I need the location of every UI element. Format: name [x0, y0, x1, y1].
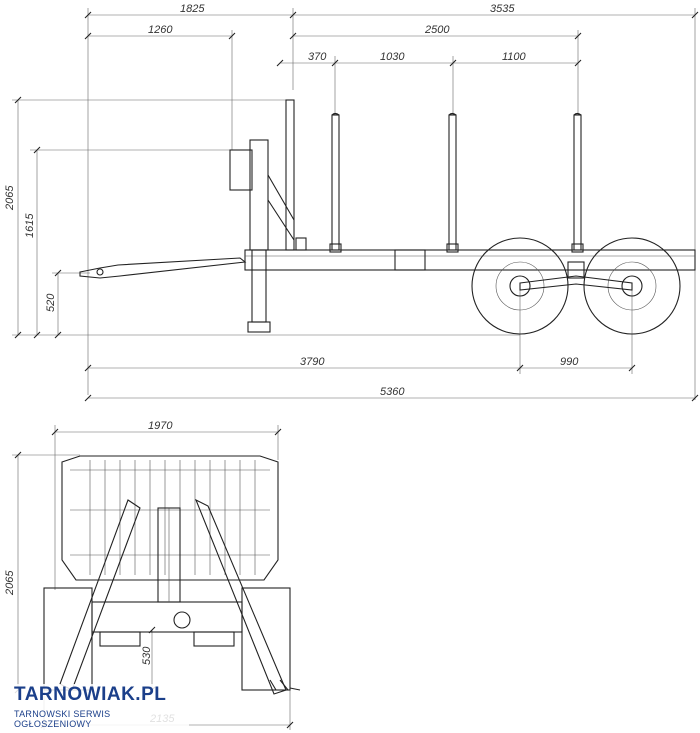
dim-2065-side: 2065	[4, 185, 16, 211]
dim-2500: 2500	[424, 24, 450, 36]
dim-2065-rear: 2065	[4, 570, 16, 596]
trailer-rear-view	[43, 455, 301, 695]
dim-1100: 1100	[502, 51, 527, 63]
watermark-tagline: TARNOWSKI SERWIS OGŁOSZENIOWY	[14, 709, 111, 729]
dim-1615: 1615	[24, 213, 36, 238]
dim-3535: 3535	[490, 3, 515, 15]
dim-370: 370	[308, 51, 327, 63]
dim-1030: 1030	[380, 51, 405, 63]
watermark-logo: TARNOWIAK.PL TARNOWSKI SERWIS OGŁOSZENIO…	[14, 684, 189, 730]
dim-1260: 1260	[148, 24, 173, 36]
dim-3790: 3790	[300, 356, 325, 368]
dim-520: 520	[45, 293, 57, 312]
dim-5360: 5360	[380, 386, 405, 398]
trailer-side-view	[79, 99, 696, 335]
dim-530: 530	[141, 646, 153, 665]
dim-1970: 1970	[148, 420, 173, 432]
watermark-brand: TARNOWIAK.PL	[14, 684, 167, 705]
dim-1825: 1825	[180, 3, 205, 15]
rear-dimension-labels: 1970 2065 530 2135	[4, 420, 175, 725]
dim-990: 990	[560, 356, 579, 368]
dimension-lines	[12, 8, 699, 402]
dimension-labels: 1825 3535 1260 2500 370 1030 1100 2065 1…	[4, 3, 579, 398]
